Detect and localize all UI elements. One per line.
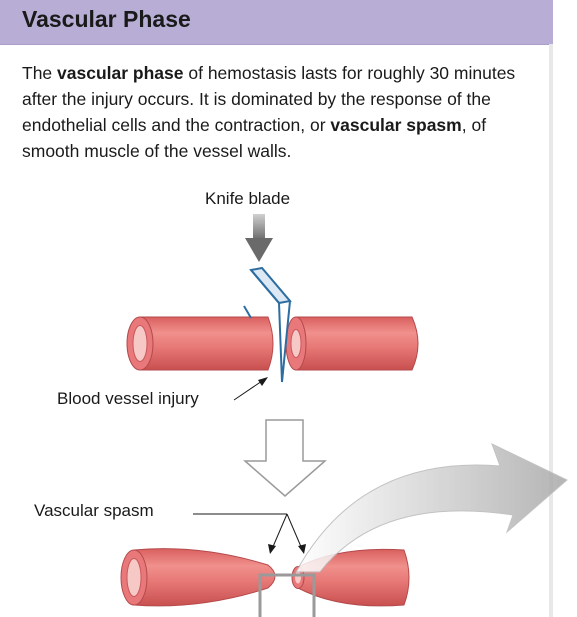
intro-text-1: The bbox=[22, 63, 58, 83]
transition-down-arrow bbox=[243, 419, 327, 497]
injury-pointer-arrow bbox=[233, 377, 268, 401]
magnify-arrow bbox=[295, 443, 568, 573]
intro-paragraph: The vascular phase of hemostasis lasts f… bbox=[22, 60, 532, 164]
spasm-pointer-lines bbox=[193, 513, 306, 554]
intro-text-3: , of smooth muscle of the vessel walls. bbox=[22, 115, 487, 161]
knife-down-arrow bbox=[245, 214, 273, 262]
term-vascular-phase: vascular phase bbox=[57, 63, 184, 83]
intro-text-2: of hemostasis lasts for roughly 30 minut… bbox=[22, 63, 516, 135]
vascular-spasm-label: Vascular spasm bbox=[34, 501, 154, 520]
knife-blade-label: Knife blade bbox=[205, 189, 291, 208]
term-vascular-spasm: vascular spasm bbox=[330, 115, 462, 135]
section-header: Vascular Phase bbox=[0, 0, 553, 45]
section-title: Vascular Phase bbox=[22, 6, 191, 32]
magnify-box bbox=[258, 573, 316, 617]
knife-blade-icon bbox=[243, 266, 292, 383]
constricted-blood-vessel bbox=[120, 548, 410, 607]
cut-blood-vessel bbox=[126, 316, 419, 371]
blood-vessel-injury-label: Blood vessel injury bbox=[57, 389, 199, 408]
right-border bbox=[549, 44, 553, 617]
